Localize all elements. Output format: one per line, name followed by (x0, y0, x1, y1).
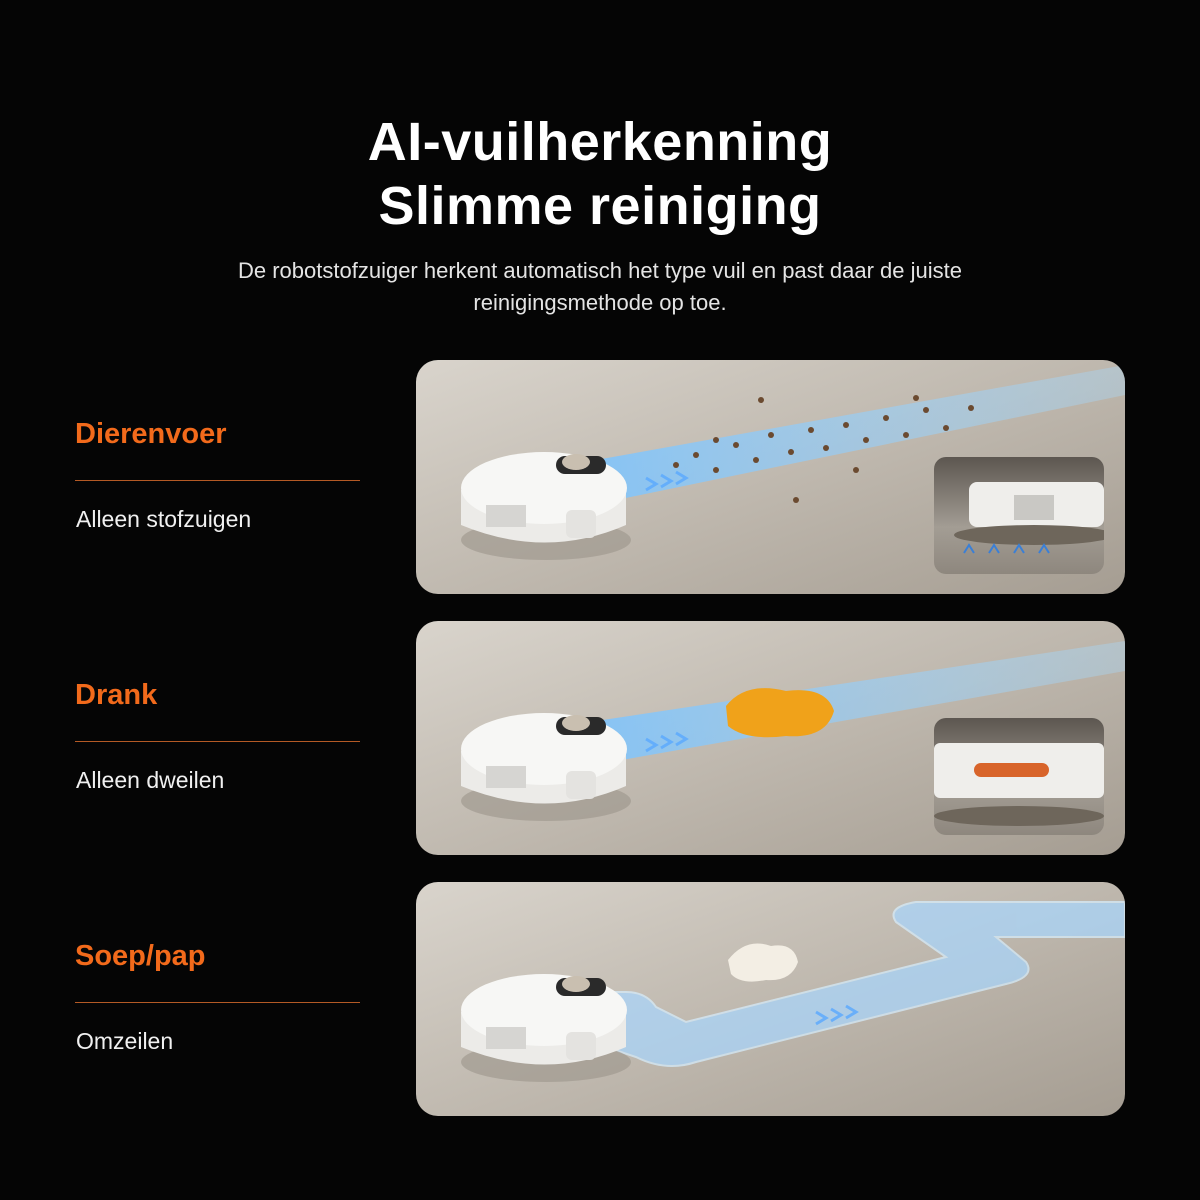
page-title-line-2: Slimme reiniging (378, 176, 822, 236)
inset-detail-image (934, 457, 1104, 574)
inset-detail-image (934, 718, 1104, 835)
cleaning-mode-label: Omzeilen (76, 1028, 174, 1054)
robot-vacuum (461, 974, 631, 1082)
cleaning-path (596, 641, 1125, 761)
suction-arrows (963, 543, 1050, 554)
category-label: Drank (75, 679, 158, 711)
divider (75, 1002, 360, 1003)
feature-row-drink: Drank Alleen dweilen (0, 621, 1200, 855)
pet-food-particles (673, 395, 974, 503)
direction-chevrons (645, 470, 689, 492)
inset-illustration (934, 743, 1104, 826)
direction-chevrons (815, 1004, 859, 1026)
liquid-spill (726, 688, 834, 738)
category-label: Soep/pap (75, 940, 206, 972)
page-title: AI-vuilherkenning (367, 112, 833, 172)
category-label: Dierenvoer (75, 418, 227, 450)
divider (75, 741, 360, 742)
feature-row-pet-food: Dierenvoer Alleen stofzuigen (0, 360, 1200, 594)
subtitle-line-1: De robotstofzuiger herkent automatisch h… (238, 258, 962, 283)
scene-illustration (461, 641, 1125, 821)
scene-illustration (461, 901, 1125, 1082)
direction-chevrons (645, 731, 689, 753)
robot-vacuum (461, 452, 631, 560)
subtitle-line-2: reinigingsmethode op toe. (473, 290, 727, 315)
avoidance-path (594, 901, 1125, 1067)
feature-image-soup (416, 882, 1125, 1116)
robot-vacuum (461, 713, 631, 821)
cleaning-mode-label: Alleen stofzuigen (76, 506, 252, 532)
cleaning-path (596, 365, 1125, 500)
divider (75, 480, 360, 481)
soup-spill (728, 943, 798, 982)
cleaning-mode-label: Alleen dweilen (76, 767, 225, 793)
feature-row-soup: Soep/pap Omzeilen (0, 882, 1200, 1116)
feature-image-drink (416, 621, 1125, 855)
scene-illustration (461, 365, 1125, 560)
feature-image-pet-food (416, 360, 1125, 594)
page-subtitle: De robotstofzuiger herkent automatisch h… (150, 255, 1050, 319)
inset-illustration (954, 482, 1104, 554)
